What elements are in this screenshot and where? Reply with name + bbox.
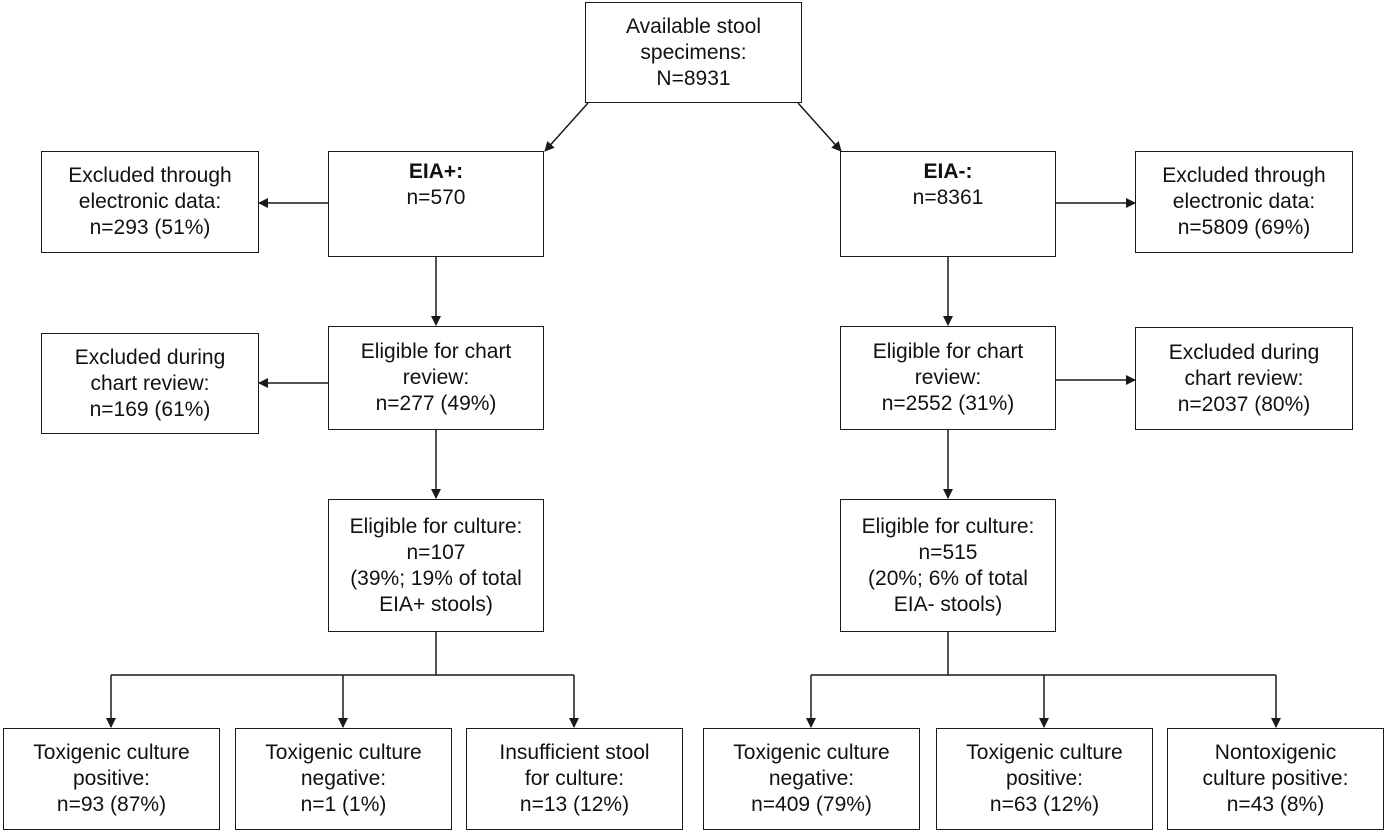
neg-culture-line-3: (20%; 6% of total [868, 566, 1028, 590]
neg-chart-review-box: Eligible for chart review: n=2552 (31%) [840, 326, 1056, 430]
pos-insufficient-line-2: for culture: [524, 767, 625, 790]
neg-excluded-electronic-line-2: electronic data: [1172, 190, 1316, 213]
pos-tox-negative-box: Toxigenic culture negative: n=1 (1%) [235, 728, 452, 830]
neg-excluded-chart-line-1: Excluded during [1168, 340, 1320, 364]
neg-tox-positive-line-1: Toxigenic culture [966, 741, 1123, 764]
neg-nontox-positive-line-3: n=43 (8%) [1226, 793, 1325, 816]
neg-chart-review-line-3: n=2552 (31%) [881, 392, 1015, 415]
pos-culture-box: Eligible for culture: n=107 (39%; 19% of… [328, 499, 544, 632]
pos-tox-negative-line-1: Toxigenic culture [265, 741, 422, 764]
pos-excluded-chart-box: Excluded during chart review: n=169 (61%… [41, 333, 259, 434]
neg-excluded-chart-line-2: chart review: [1184, 366, 1304, 390]
eia-negative-title: EIA-: [923, 160, 973, 183]
pos-tox-negative-line-3: n=1 (1%) [300, 793, 387, 816]
neg-chart-review-line-1: Eligible for chart [872, 340, 1024, 363]
pos-insufficient-line-3: n=13 (12%) [519, 793, 630, 816]
neg-tox-negative-line-3: n=409 (79%) [751, 793, 872, 816]
eia-positive-title: EIA+: [408, 160, 464, 183]
neg-tox-negative-box: Toxigenic culture negative: n=409 (79%) [703, 728, 920, 830]
neg-tox-positive-line-2: positive: [1005, 767, 1084, 790]
neg-excluded-electronic-box: Excluded through electronic data: n=5809… [1135, 151, 1353, 253]
pos-tox-positive-line-1: Toxigenic culture [33, 741, 190, 764]
root-line-1: Available stool [625, 14, 762, 38]
pos-chart-review-line-1: Eligible for chart [360, 340, 512, 363]
neg-chart-review-line-2: review: [914, 366, 982, 389]
root-line-2: specimens: [640, 40, 747, 64]
neg-nontox-positive-line-1: Nontoxigenic [1214, 741, 1337, 764]
pos-excluded-electronic-line-1: Excluded through [68, 164, 232, 187]
pos-tox-positive-line-3: n=93 (87%) [56, 793, 167, 816]
pos-tox-positive-line-2: positive: [72, 767, 151, 790]
pos-culture-line-4: EIA+ stools) [379, 592, 493, 616]
neg-excluded-electronic-line-1: Excluded through [1162, 164, 1326, 187]
root-line-3: N=8931 [656, 66, 731, 90]
neg-nontox-positive-box: Nontoxigenic culture positive: n=43 (8%) [1167, 728, 1384, 830]
pos-insufficient-line-1: Insufficient stool [499, 741, 650, 764]
pos-culture-line-1: Eligible for culture: [349, 514, 523, 538]
pos-chart-review-line-3: n=277 (49%) [375, 392, 497, 415]
neg-tox-positive-line-3: n=63 (12%) [989, 793, 1100, 816]
neg-culture-line-1: Eligible for culture: [861, 514, 1035, 538]
pos-tox-positive-box: Toxigenic culture positive: n=93 (87%) [3, 728, 220, 830]
pos-excluded-chart-line-1: Excluded during [74, 345, 226, 369]
pos-excluded-chart-line-2: chart review: [90, 371, 210, 395]
neg-tox-positive-box: Toxigenic culture positive: n=63 (12%) [936, 728, 1153, 830]
neg-nontox-positive-line-2: culture positive: [1202, 767, 1349, 790]
neg-tox-negative-line-2: negative: [768, 767, 855, 790]
arrow-root-to-eia-pos [544, 102, 589, 152]
pos-excluded-chart-line-3: n=169 (61%) [89, 397, 211, 421]
pos-chart-review-line-2: review: [402, 366, 470, 389]
neg-culture-line-2: n=515 [918, 540, 978, 564]
pos-insufficient-box: Insufficient stool for culture: n=13 (12… [466, 728, 683, 830]
eia-negative-box: EIA-: n=8361 [840, 151, 1056, 257]
neg-excluded-chart-line-3: n=2037 (80%) [1177, 392, 1311, 416]
pos-excluded-electronic-box: Excluded through electronic data: n=293 … [41, 151, 259, 253]
neg-tox-negative-line-1: Toxigenic culture [733, 741, 890, 764]
neg-excluded-chart-box: Excluded during chart review: n=2037 (80… [1135, 327, 1353, 430]
pos-chart-review-box: Eligible for chart review: n=277 (49%) [328, 326, 544, 430]
eia-positive-count: n=570 [406, 186, 466, 209]
pos-excluded-electronic-line-2: electronic data: [78, 190, 222, 213]
pos-tox-negative-line-2: negative: [300, 767, 387, 790]
pos-excluded-electronic-line-3: n=293 (51%) [89, 216, 211, 239]
pos-culture-line-2: n=107 [406, 540, 466, 564]
neg-culture-line-4: EIA- stools) [893, 592, 1003, 616]
eia-negative-count: n=8361 [912, 186, 984, 209]
root-box: Available stool specimens: N=8931 [585, 2, 802, 103]
neg-culture-box: Eligible for culture: n=515 (20%; 6% of … [840, 499, 1056, 632]
eia-positive-box: EIA+: n=570 [328, 151, 544, 257]
arrow-root-to-eia-neg [797, 102, 842, 152]
pos-culture-line-3: (39%; 19% of total [350, 566, 522, 590]
neg-excluded-electronic-line-3: n=5809 (69%) [1177, 216, 1311, 239]
